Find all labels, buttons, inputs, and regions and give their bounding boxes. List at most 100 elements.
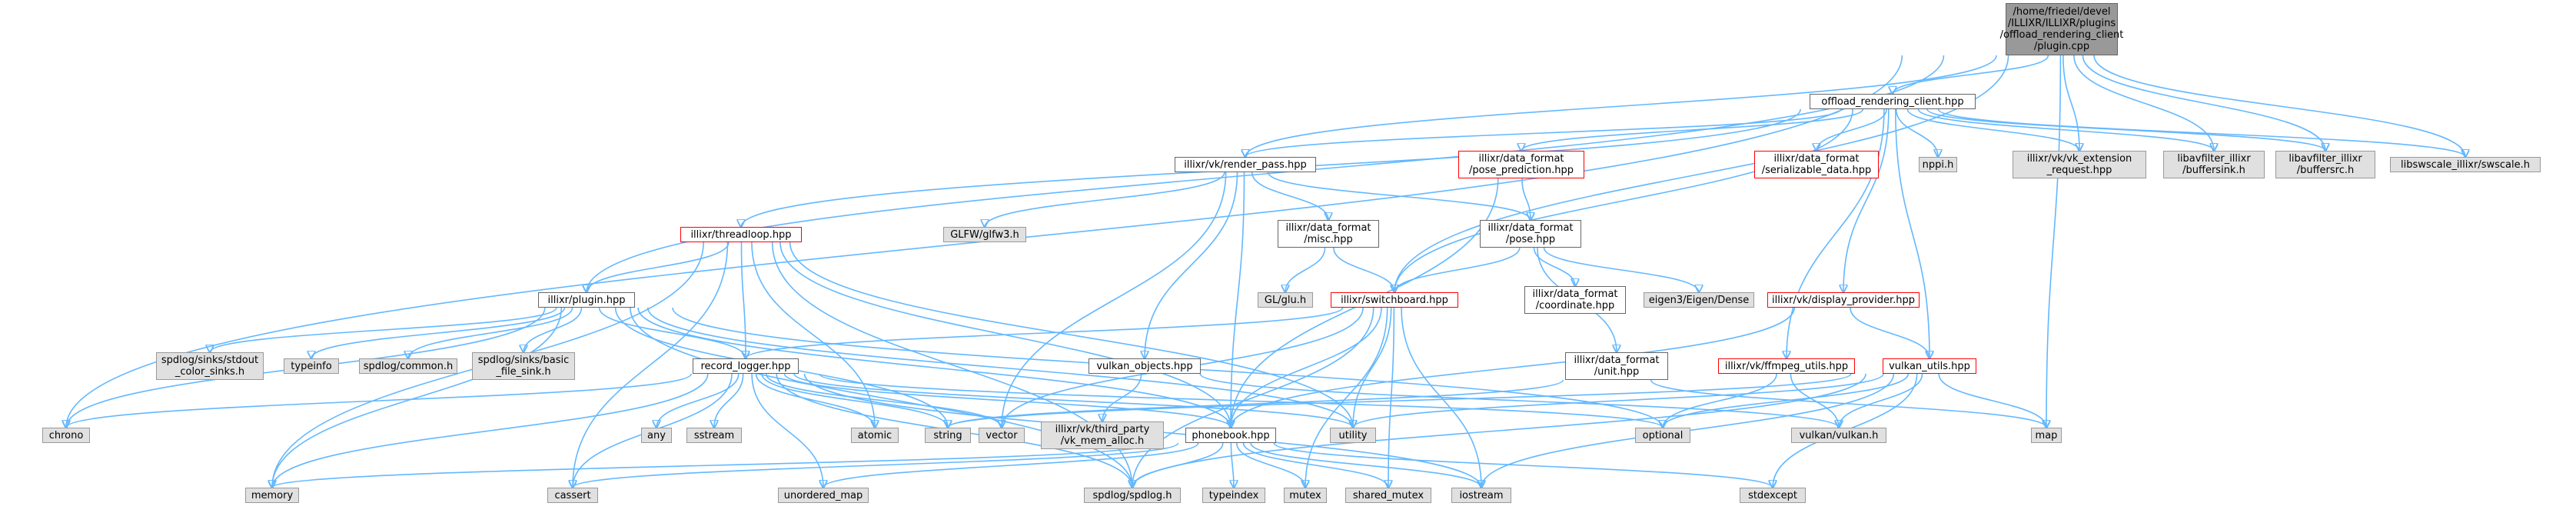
node-label-line: /ILLIXR/ILLIXR/plugins: [2007, 18, 2116, 29]
node-iostream[interactable]: iostream: [1451, 488, 1511, 503]
node-typeinfo[interactable]: typeinfo: [284, 358, 339, 374]
node-memory[interactable]: memory: [245, 488, 299, 503]
node-display-provider[interactable]: illixr/vk/display_provider.hpp: [1767, 292, 1920, 308]
node-libswscale[interactable]: libswscale_illixr/swscale.h: [2390, 157, 2541, 172]
edge-record_logger-to-sstream: [714, 373, 744, 428]
node-label-line: unordered_map: [783, 489, 863, 501]
node-glfw3-h[interactable]: GLFW/glfw3.h: [943, 227, 1026, 242]
node-label-line: optional: [1642, 429, 1684, 441]
node-label-line: record_logger.hpp: [700, 360, 791, 372]
edge-phonebook-to-cassert: [573, 442, 1179, 488]
node-unordered-map[interactable]: unordered_map: [778, 488, 869, 503]
edge-render_pass-to-glfw: [985, 172, 1225, 227]
node-shared-mutex[interactable]: shared_mutex: [1345, 488, 1431, 503]
edge-pose-to-switchboard: [1394, 247, 1521, 292]
edge-root-to-buffersrc: [2082, 55, 2325, 151]
node-data-format-coordinate[interactable]: illixr/data_format/coordinate.hpp: [1524, 286, 1626, 314]
edge-vulkan_utils-to-optional: [1663, 373, 1910, 428]
node-pose-prediction[interactable]: illixr/data_format/pose_prediction.hpp: [1458, 151, 1584, 178]
node-stdexcept[interactable]: stdexcept: [1740, 488, 1806, 503]
node-cassert[interactable]: cassert: [547, 488, 598, 503]
node-offload-rendering-client[interactable]: offload_rendering_client.hpp: [1810, 94, 1976, 109]
node-libavfilter-buffersink[interactable]: libavfilter_illixr/buffersink.h: [2163, 151, 2265, 178]
node-basic-file-sink[interactable]: spdlog/sinks/basic_file_sink.h: [472, 352, 575, 380]
node-data-format-misc[interactable]: illixr/data_format/misc.hpp: [1278, 220, 1379, 248]
edge-display_provider-to-vulkan_utils: [1850, 307, 1930, 358]
node-any[interactable]: any: [641, 428, 672, 443]
node-label-line: illixr/plugin.hpp: [547, 294, 626, 306]
edge-vulkan_utils-to-string: [948, 373, 1852, 428]
node-atomic[interactable]: atomic: [851, 428, 899, 443]
node-phonebook[interactable]: phonebook.hpp: [1185, 428, 1276, 443]
edge-plugin-to-utility: [646, 307, 1353, 428]
edge-render_pass-to-pose: [1267, 172, 1531, 220]
edge-vulkan_objects-to-vk_mem_alloc: [1102, 373, 1142, 421]
node-vector[interactable]: vector: [979, 428, 1025, 443]
node-vk-mem-alloc[interactable]: illixr/vk/third_party/vk_mem_alloc.h: [1041, 421, 1164, 449]
node-nppi-h[interactable]: nppi.h: [1919, 157, 1957, 172]
node-label-line: illixr/data_format: [1574, 355, 1660, 366]
edge-pose-to-eigen: [1543, 247, 1699, 292]
edge-plugin-to-basic_file_sink: [524, 307, 583, 352]
node-label-line: illixr/vk/third_party: [1055, 424, 1150, 435]
node-data-format-unit[interactable]: illixr/data_format/unit.hpp: [1565, 352, 1668, 380]
node-vulkan-utils[interactable]: vulkan_utils.hpp: [1883, 358, 1976, 374]
node-utility[interactable]: utility: [1330, 428, 1376, 443]
node-data-format-pose[interactable]: illixr/data_format/pose.hpp: [1480, 220, 1581, 248]
node-threadloop[interactable]: illixr/threadloop.hpp: [680, 227, 802, 242]
node-libavfilter-buffersrc[interactable]: libavfilter_illixr/buffersrc.h: [2275, 151, 2375, 178]
edge-offload_client-to-buffersink: [1917, 108, 2214, 151]
edge-render_pass-to-misc: [1251, 172, 1328, 220]
node-label-line: atomic: [857, 429, 892, 441]
edge-switchboard-to-spdlog: [1132, 307, 1374, 488]
edge-record_logger-to-any: [656, 373, 740, 428]
node-label-line: /coordinate.hpp: [1535, 300, 1615, 311]
edge-offload_client-to-vulkan_utils: [1895, 108, 1930, 358]
node-label-line: utility: [1338, 429, 1368, 441]
node-label-line: libswscale_illixr/swscale.h: [2400, 158, 2531, 171]
node-sstream[interactable]: sstream: [686, 428, 742, 443]
node-gl-glu-h[interactable]: GL/glu.h: [1258, 292, 1313, 308]
edge-plugin-to-typeinfo: [311, 307, 566, 358]
node-label-line: libavfilter_illixr: [2288, 153, 2362, 165]
node-vulkan-objects[interactable]: vulkan_objects.hpp: [1089, 358, 1201, 374]
node-spdlog-common[interactable]: spdlog/common.h: [359, 358, 457, 374]
node-ffmpeg-utils[interactable]: illixr/vk/ffmpeg_utils.hpp: [1718, 358, 1855, 374]
edge-switchboard-to-utility: [1353, 307, 1392, 428]
edge-ffmpeg_utils-to-vulkan_h: [1790, 373, 1839, 428]
edge-record_logger-to-optional: [818, 373, 1663, 428]
node-label-line: /pose_prediction.hpp: [1469, 165, 1574, 176]
node-label-line: illixr/data_format: [1532, 288, 1618, 300]
node-optional[interactable]: optional: [1635, 428, 1690, 443]
node-plugin-hpp[interactable]: illixr/plugin.hpp: [538, 292, 635, 308]
node-serializable-data[interactable]: illixr/data_format/serializable_data.hpp: [1754, 151, 1879, 178]
node-mutex[interactable]: mutex: [1284, 488, 1327, 503]
node-label-line: any: [647, 429, 666, 441]
node-vk-render-pass[interactable]: illixr/vk/render_pass.hpp: [1175, 157, 1316, 172]
edge-threadloop-to-plugin: [587, 242, 730, 292]
edge-root-to-render_pass: [1245, 55, 1997, 157]
node-label-line: memory: [251, 489, 294, 501]
node-vk-extension-request[interactable]: illixr/vk/vk_extension_request.hpp: [2013, 151, 2146, 178]
edge-phonebook-to-stdexcept: [1273, 442, 1773, 488]
edge-phonebook-to-mutex: [1235, 442, 1305, 488]
node-string[interactable]: string: [925, 428, 971, 443]
edge-threadloop-to-utility: [789, 242, 1353, 428]
node-typeindex[interactable]: typeindex: [1202, 488, 1265, 503]
node-label-line: vulkan/vulkan.h: [1799, 429, 1879, 441]
node-spdlog-h[interactable]: spdlog/spdlog.h: [1084, 488, 1181, 503]
node-switchboard[interactable]: illixr/switchboard.hpp: [1331, 292, 1458, 308]
node-label-line: /unit.hpp: [1594, 366, 1640, 378]
node-map[interactable]: map: [2031, 428, 2062, 443]
node-stdout-color-sinks[interactable]: spdlog/sinks/stdout_color_sinks.h: [156, 352, 264, 380]
edge-root-to-map: [2046, 55, 2062, 428]
node-chrono[interactable]: chrono: [42, 428, 90, 443]
root-node-plugin-cpp[interactable]: /home/friedel/devel/ILLIXR/ILLIXR/plugin…: [2000, 3, 2123, 55]
node-vulkan-h[interactable]: vulkan/vulkan.h: [1791, 428, 1886, 443]
node-label-line: /pose.hpp: [1505, 234, 1556, 245]
edge-plugin-to-memory: [272, 307, 563, 488]
node-eigen-dense[interactable]: eigen3/Eigen/Dense: [1644, 292, 1754, 308]
edge-plugin-to-stdout_sinks: [210, 307, 557, 352]
node-record-logger[interactable]: record_logger.hpp: [693, 358, 799, 374]
node-label-line: spdlog/common.h: [363, 360, 454, 372]
